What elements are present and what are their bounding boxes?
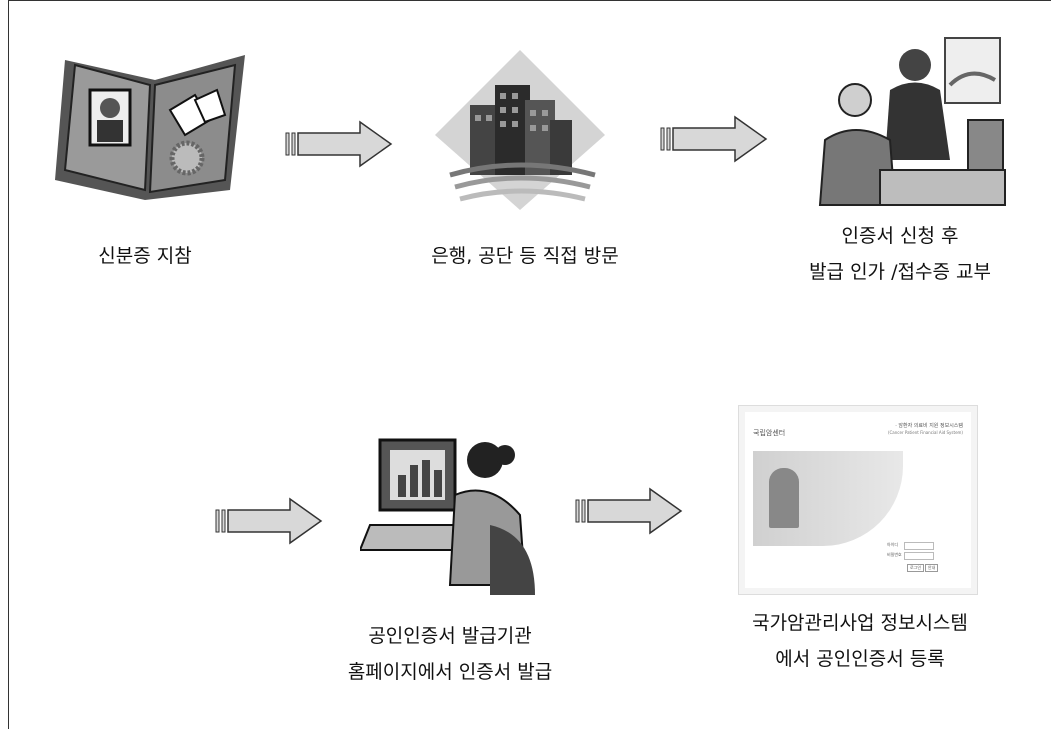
screenshot-id-field	[904, 542, 934, 550]
screenshot-logo: 국립암센터	[753, 429, 786, 437]
arrow-1-to-2	[285, 120, 393, 168]
step-2-label: 은행, 공단 등 직접 방문	[375, 238, 675, 274]
screenshot-login-button: 로그인	[907, 564, 925, 572]
screenshot-pw-label: 비밀번호	[887, 552, 902, 557]
step-4-line-2: 홈페이지에서 인증서 발급	[347, 661, 553, 683]
step-3-line-2: 발급 인가 /접수증 교부	[809, 261, 991, 283]
step-5-line-2: 에서 공인인증서 등록	[775, 648, 945, 670]
screenshot-subtitle: (Cancer Patient Financial Aid System)	[887, 430, 963, 435]
step-3-label: 인증서 신청 후 발급 인가 /접수증 교부	[765, 218, 1035, 290]
screenshot-id-label: 아이디	[887, 542, 899, 547]
screenshot-title: · 암환자 의료비 지원 정보시스템	[895, 423, 963, 429]
step-5-label: 국가암관리사업 정보시스템 에서 공인인증서 등록	[700, 605, 1020, 677]
arrow-4-to-5	[575, 487, 683, 535]
passport-icon	[55, 55, 245, 200]
website-screenshot-icon: 국립암센터 · 암환자 의료비 지원 정보시스템 (Cancer Patient…	[738, 405, 978, 595]
screenshot-pw-field	[904, 552, 934, 560]
screenshot-person	[769, 468, 799, 528]
step-1-line-1: 신분증 지참	[98, 245, 192, 267]
step-3-line-1: 인증서 신청 후	[841, 225, 959, 247]
arrow-3-to-4	[215, 497, 323, 545]
screenshot-help-button: 안내	[925, 564, 939, 572]
computer-user-icon	[360, 438, 535, 595]
bank-clerk-icon	[818, 37, 1006, 206]
step-1-label: 신분증 지참	[40, 238, 250, 274]
diagram-frame	[8, 0, 1051, 729]
building-icon	[435, 50, 605, 210]
step-2-line-1: 은행, 공단 등 직접 방문	[431, 245, 619, 267]
step-4-line-1: 공인인증서 발급기관	[368, 625, 532, 647]
step-4-label: 공인인증서 발급기관 홈페이지에서 인증서 발급	[300, 618, 600, 690]
step-5-line-1: 국가암관리사업 정보시스템	[752, 612, 968, 634]
arrow-2-to-3	[660, 115, 768, 163]
